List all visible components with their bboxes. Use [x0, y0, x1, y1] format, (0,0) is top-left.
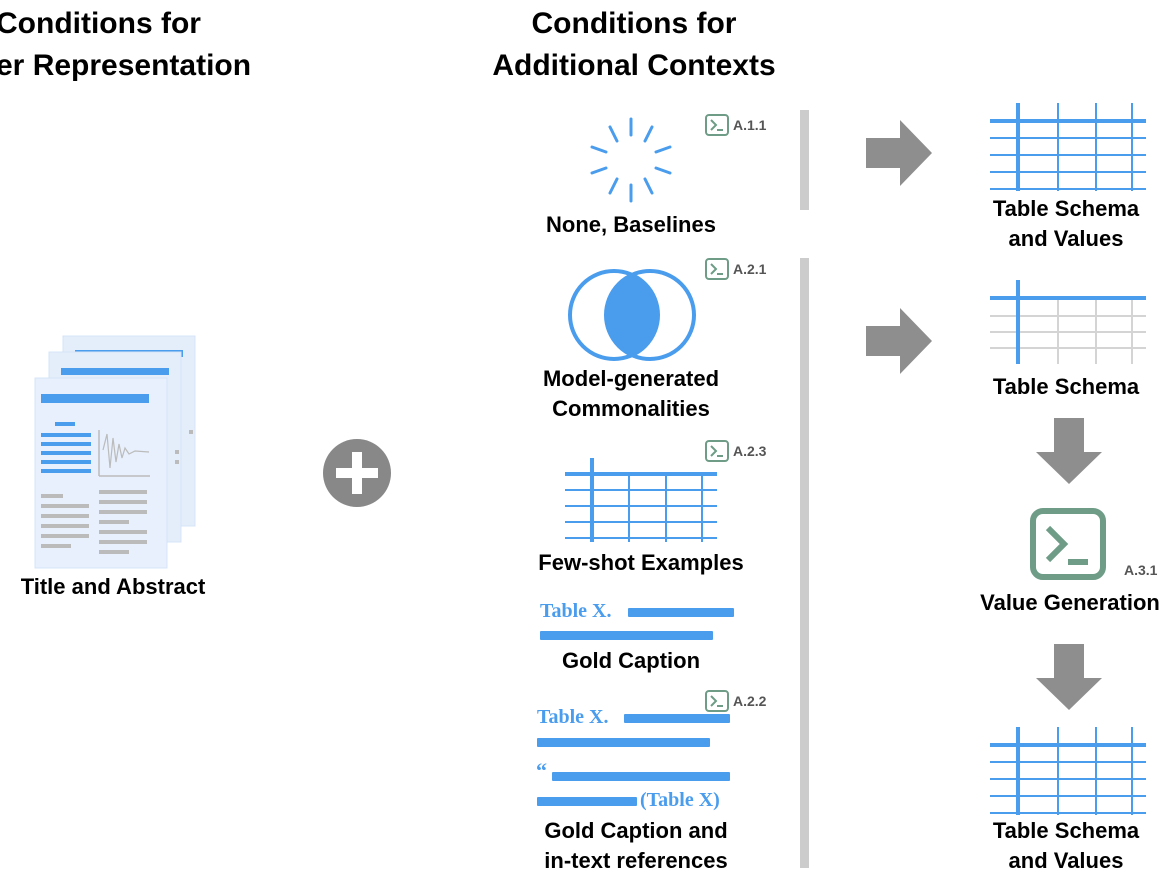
- condition-none-label: None, Baselines: [546, 212, 716, 237]
- condition-few-shot-label: Few-shot Examples: [538, 550, 744, 575]
- tag-a11: A.1.1: [705, 114, 766, 136]
- gold-refs-line-1: [624, 714, 730, 723]
- tag-a31-text: A.3.1: [1124, 562, 1158, 578]
- full-table-icon-top: [990, 103, 1146, 191]
- divider-top: [800, 110, 809, 210]
- venn-diagram-icon: [568, 269, 696, 361]
- output-schema-label: Table Schema: [992, 374, 1140, 399]
- output-top-line2: and Values: [1008, 226, 1124, 251]
- tag-a23-text: A.2.3: [733, 443, 767, 459]
- value-generation-label: Value Generation: [980, 590, 1160, 615]
- arrow-right-icon: [866, 308, 932, 374]
- gold-refs-line-2: [537, 738, 710, 747]
- output-top-line1: Table Schema: [992, 196, 1140, 221]
- gold-caption-line-2: [540, 631, 713, 640]
- right-heading-line2: Additional Contexts: [492, 49, 776, 82]
- gold-refs-line-4: [537, 797, 637, 806]
- tag-a23: A.2.3: [705, 440, 766, 462]
- terminal-icon: [705, 690, 729, 712]
- output-bottom-line1: Table Schema: [992, 818, 1140, 843]
- condition-gold-caption-label: Gold Caption: [561, 648, 701, 673]
- tag-a22-text: A.2.2: [733, 693, 767, 709]
- few-shot-table-icon: [565, 458, 717, 542]
- plus-icon: [323, 439, 391, 507]
- tag-a21-text: A.2.1: [733, 261, 767, 277]
- gold-refs-ref-text: (Table X): [640, 789, 720, 811]
- condition-model-label-line1: Model-generated: [542, 366, 720, 391]
- gold-refs-line-3: [552, 772, 730, 781]
- left-heading-line2: er Representation: [0, 49, 252, 82]
- terminal-icon: [705, 440, 729, 462]
- tag-a11-text: A.1.1: [733, 117, 767, 133]
- right-heading-line1: Conditions for: [531, 7, 737, 40]
- arrow-down-icon: [1036, 644, 1102, 710]
- condition-model-label-line2: Commonalities: [552, 396, 710, 421]
- document-stack-icon: [34, 335, 196, 569]
- baseline-spark-icon: [590, 117, 672, 203]
- gold-refs-quote-mark: “: [536, 758, 547, 783]
- terminal-icon: [705, 114, 729, 136]
- gold-refs-table-text: Table X.: [537, 706, 609, 728]
- condition-gold-refs-label-line1: Gold Caption and: [544, 818, 728, 843]
- divider-bottom: [800, 258, 809, 868]
- gold-caption-table-text: Table X.: [540, 600, 612, 622]
- gold-caption-line-1: [628, 608, 734, 617]
- output-bottom-line2: and Values: [1008, 848, 1124, 873]
- arrow-right-icon: [866, 120, 932, 186]
- terminal-icon: [705, 258, 729, 280]
- condition-gold-refs-label-line2: in-text references: [544, 848, 728, 873]
- input-label: Title and Abstract: [20, 574, 206, 599]
- schema-table-icon: [990, 280, 1146, 364]
- terminal-icon: [1030, 508, 1106, 580]
- tag-a21: A.2.1: [705, 258, 766, 280]
- tag-a22: A.2.2: [705, 690, 766, 712]
- left-heading-line1: Conditions for: [0, 7, 201, 40]
- full-table-icon-bottom: [990, 727, 1146, 815]
- arrow-down-icon: [1036, 418, 1102, 484]
